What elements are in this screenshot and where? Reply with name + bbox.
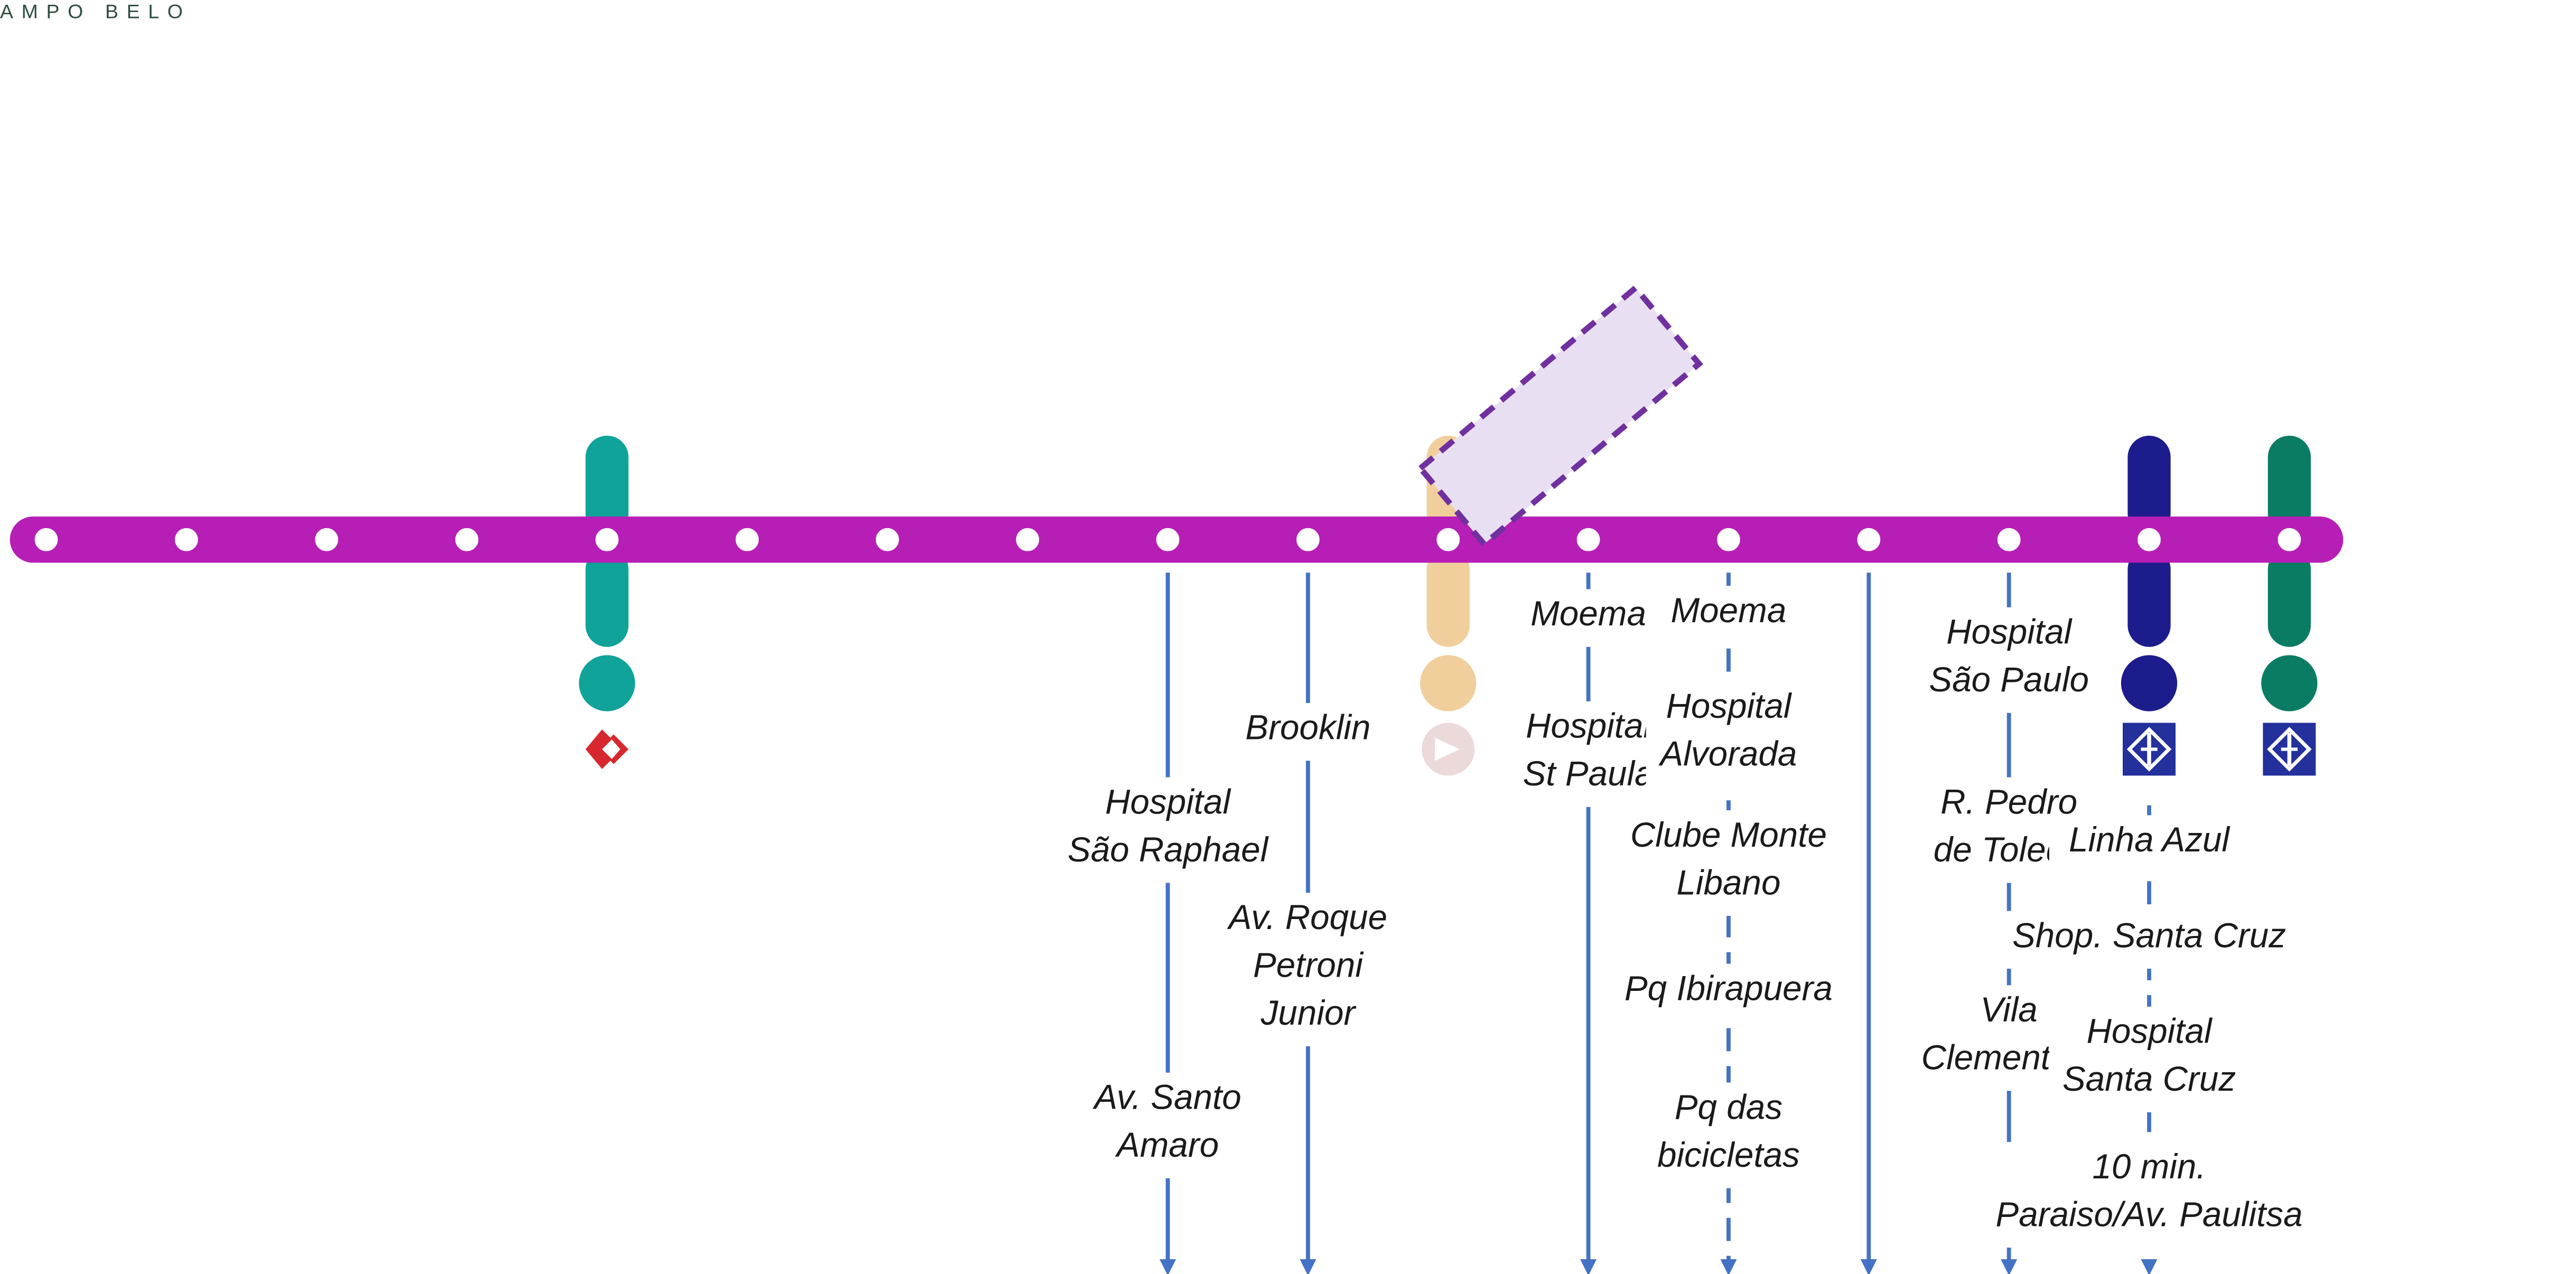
station-label-layer	[1416, 284, 1703, 548]
landmark-label: Moema	[1530, 594, 1646, 633]
station-dot-borba-gato	[1154, 526, 1181, 553]
line-17-pill-bottom	[1426, 548, 1470, 647]
station-dot-adolfo-pinheiro	[874, 526, 901, 553]
station-dot-hospital-sao-paulo	[1995, 526, 2022, 553]
line-1-badge	[2121, 655, 2178, 711]
station-dot-largo-treze	[734, 526, 761, 553]
station-dot-giovanni-gronchi	[453, 526, 480, 553]
station-dot-layer	[33, 526, 2303, 553]
landmark-label: Moema	[1671, 591, 1787, 630]
station-dot-eucaliptos	[1575, 526, 1602, 553]
line-2-pill-top	[2267, 435, 2311, 535]
line-17-badge	[1420, 655, 1477, 711]
connection-line-1	[2121, 435, 2178, 776]
connection-line-17	[1420, 435, 1477, 776]
station-dot-alto-da-boa-vista	[1014, 526, 1041, 553]
line-1-pill-bottom	[2127, 548, 2171, 647]
station-dot-campo-belo	[1435, 526, 1462, 553]
landmark-label: Linha Azul	[2069, 820, 2230, 859]
line-9-pill-bottom	[585, 548, 629, 647]
station-dot-aacd-servidor	[1855, 526, 1882, 553]
monorail-icon	[1422, 723, 1475, 776]
metro-icon	[2263, 723, 2316, 776]
landmark-label: 10 min.Paraiso/Av. Paulitsa	[1995, 1147, 2302, 1234]
cptm-icon	[585, 729, 629, 769]
line-9-pill-top	[585, 435, 629, 535]
current-station-highlight	[1416, 284, 1703, 548]
line-2-pill-bottom	[2267, 548, 2311, 647]
line-2-badge	[2261, 655, 2318, 711]
station-dot-chacara-klabin	[2276, 526, 2303, 553]
station-dot-santa-cruz	[2136, 526, 2163, 553]
station-dot-campo-limpo	[173, 526, 200, 553]
metro-icon	[2123, 723, 2176, 776]
station-dot-vila-das-belezas	[313, 526, 340, 553]
line-1-pill-top	[2127, 435, 2171, 535]
station-dot-santo-amaro	[593, 526, 620, 553]
landmark-label: Pq Ibirapuera	[1625, 969, 1833, 1007]
station-dot-moema	[1715, 526, 1742, 553]
line-9-badge	[578, 655, 636, 711]
header-text: AMPO BELO	[0, 0, 191, 22]
connection-line-2	[2261, 435, 2318, 776]
landmark-label: Shop. Santa Cruz	[2012, 916, 2286, 954]
station-dot-capao-redondo	[33, 526, 60, 553]
connection-line-9	[578, 435, 636, 769]
connector-layer	[578, 435, 2318, 776]
station-dot-brooklin	[1294, 526, 1321, 553]
landmark-label: Brooklin	[1245, 708, 1370, 747]
